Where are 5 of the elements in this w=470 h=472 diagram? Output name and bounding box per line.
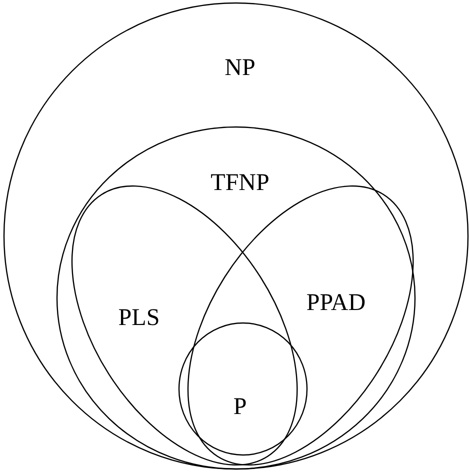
- set-label: PLS: [118, 306, 160, 330]
- set-label: NP: [224, 56, 256, 80]
- set-label: TFNP: [210, 171, 270, 195]
- set-label: P: [233, 395, 247, 419]
- set-label: PPAD: [306, 290, 366, 315]
